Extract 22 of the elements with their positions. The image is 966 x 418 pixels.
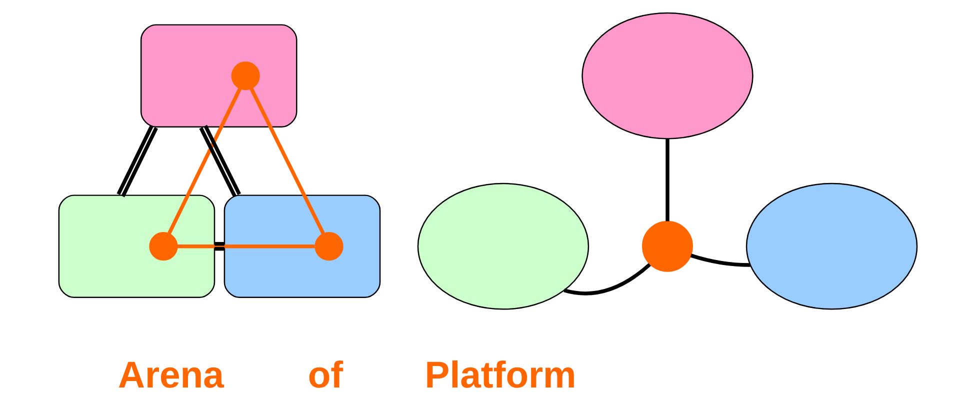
- cluster: [140, 24, 298, 128]
- connector: [690, 254, 750, 267]
- label: of: [308, 354, 344, 396]
- node-ellipse: [746, 182, 918, 310]
- cluster: [224, 194, 381, 298]
- connector: [250, 88, 325, 234]
- connector: [564, 263, 651, 296]
- connector: [177, 244, 315, 248]
- connector: [167, 88, 242, 234]
- label: Platform: [424, 354, 576, 396]
- node-ellipse: [582, 12, 754, 140]
- node-circle: [642, 220, 694, 272]
- cluster: [58, 194, 216, 298]
- label: Arena: [118, 354, 224, 396]
- connector: [116, 124, 158, 198]
- connector: [199, 124, 241, 198]
- node-circle: [149, 232, 178, 261]
- node-ellipse: [417, 182, 590, 310]
- node-circle: [231, 62, 260, 90]
- node-circle: [314, 232, 344, 261]
- connector: [666, 138, 670, 222]
- connector: [214, 242, 224, 251]
